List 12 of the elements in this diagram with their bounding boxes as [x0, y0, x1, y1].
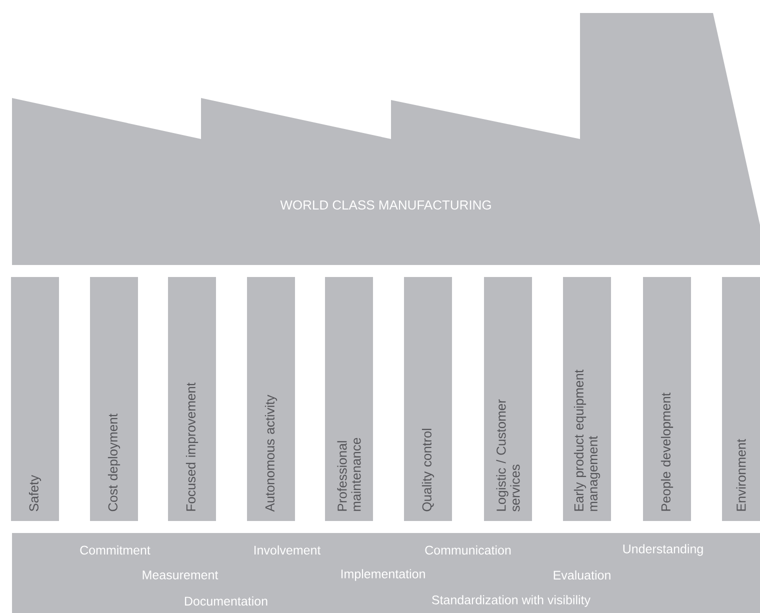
pillar: Cost deployment [90, 277, 138, 521]
pillar: Autonomous activity [247, 277, 295, 521]
factory-building: WORLD CLASS MANUFACTURING [12, 13, 760, 265]
pillar: Early product equipment management [563, 277, 611, 521]
pillar: Focused improvement [168, 277, 216, 521]
pillar: People development [643, 277, 691, 521]
pillar: Safety [11, 277, 59, 521]
pillar: Environment [722, 277, 760, 521]
pillar: Professional maintenance [325, 277, 373, 521]
foundation-band: Commitment Involvement Communication Understanding Measurement Implementation Evaluation Documentation Standardization with visibility [12, 533, 760, 613]
pillar: Logistic / Customer services [484, 277, 532, 521]
pillar: Quality control [404, 277, 452, 521]
